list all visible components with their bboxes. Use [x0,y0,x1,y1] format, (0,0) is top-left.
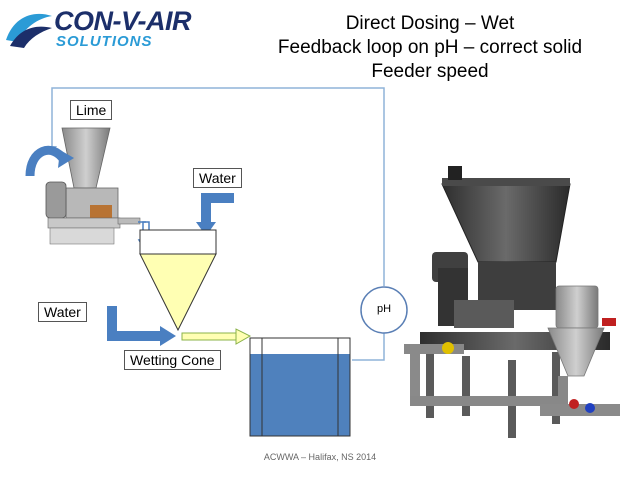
wetting-cone-top [139,229,217,255]
title-line-3: Feeder speed [371,61,489,82]
mixing-tank [249,337,351,437]
feedback-loop-line [51,87,385,286]
water-top-label: Water [193,168,242,188]
ph-to-tank-line [352,330,385,361]
wetting-cone [139,253,217,332]
lime-label: Lime [70,100,113,120]
wave-logo-icon [6,13,52,48]
wetting-cone-label: Wetting Cone [124,350,221,370]
logo-wordmark: CON-V-AIR [54,6,192,36]
ph-label: pH [376,303,392,315]
footer-caption: ACWWA – Halifax, NS 2014 [263,452,377,462]
water-left-label: Water [38,302,87,322]
logo-subtitle: SOLUTIONS [56,33,153,50]
company-logo: CON-V-AIR SOLUTIONS [4,6,234,52]
water-top-arrow-icon [201,193,234,224]
title-line-1: Direct Dosing – Wet [345,13,515,34]
dosing-skid-machine [404,166,620,438]
slide-title: Direct Dosing – Wet Feedback loop on pH … [240,12,620,84]
slurry-flow-arrow-icon [181,328,252,345]
lime-feeder-machine [45,127,141,245]
ph-sensor-icon [360,286,408,334]
water-left-arrow-icon [107,306,162,341]
title-line-2: Feedback loop on pH – correct solid [277,37,583,58]
